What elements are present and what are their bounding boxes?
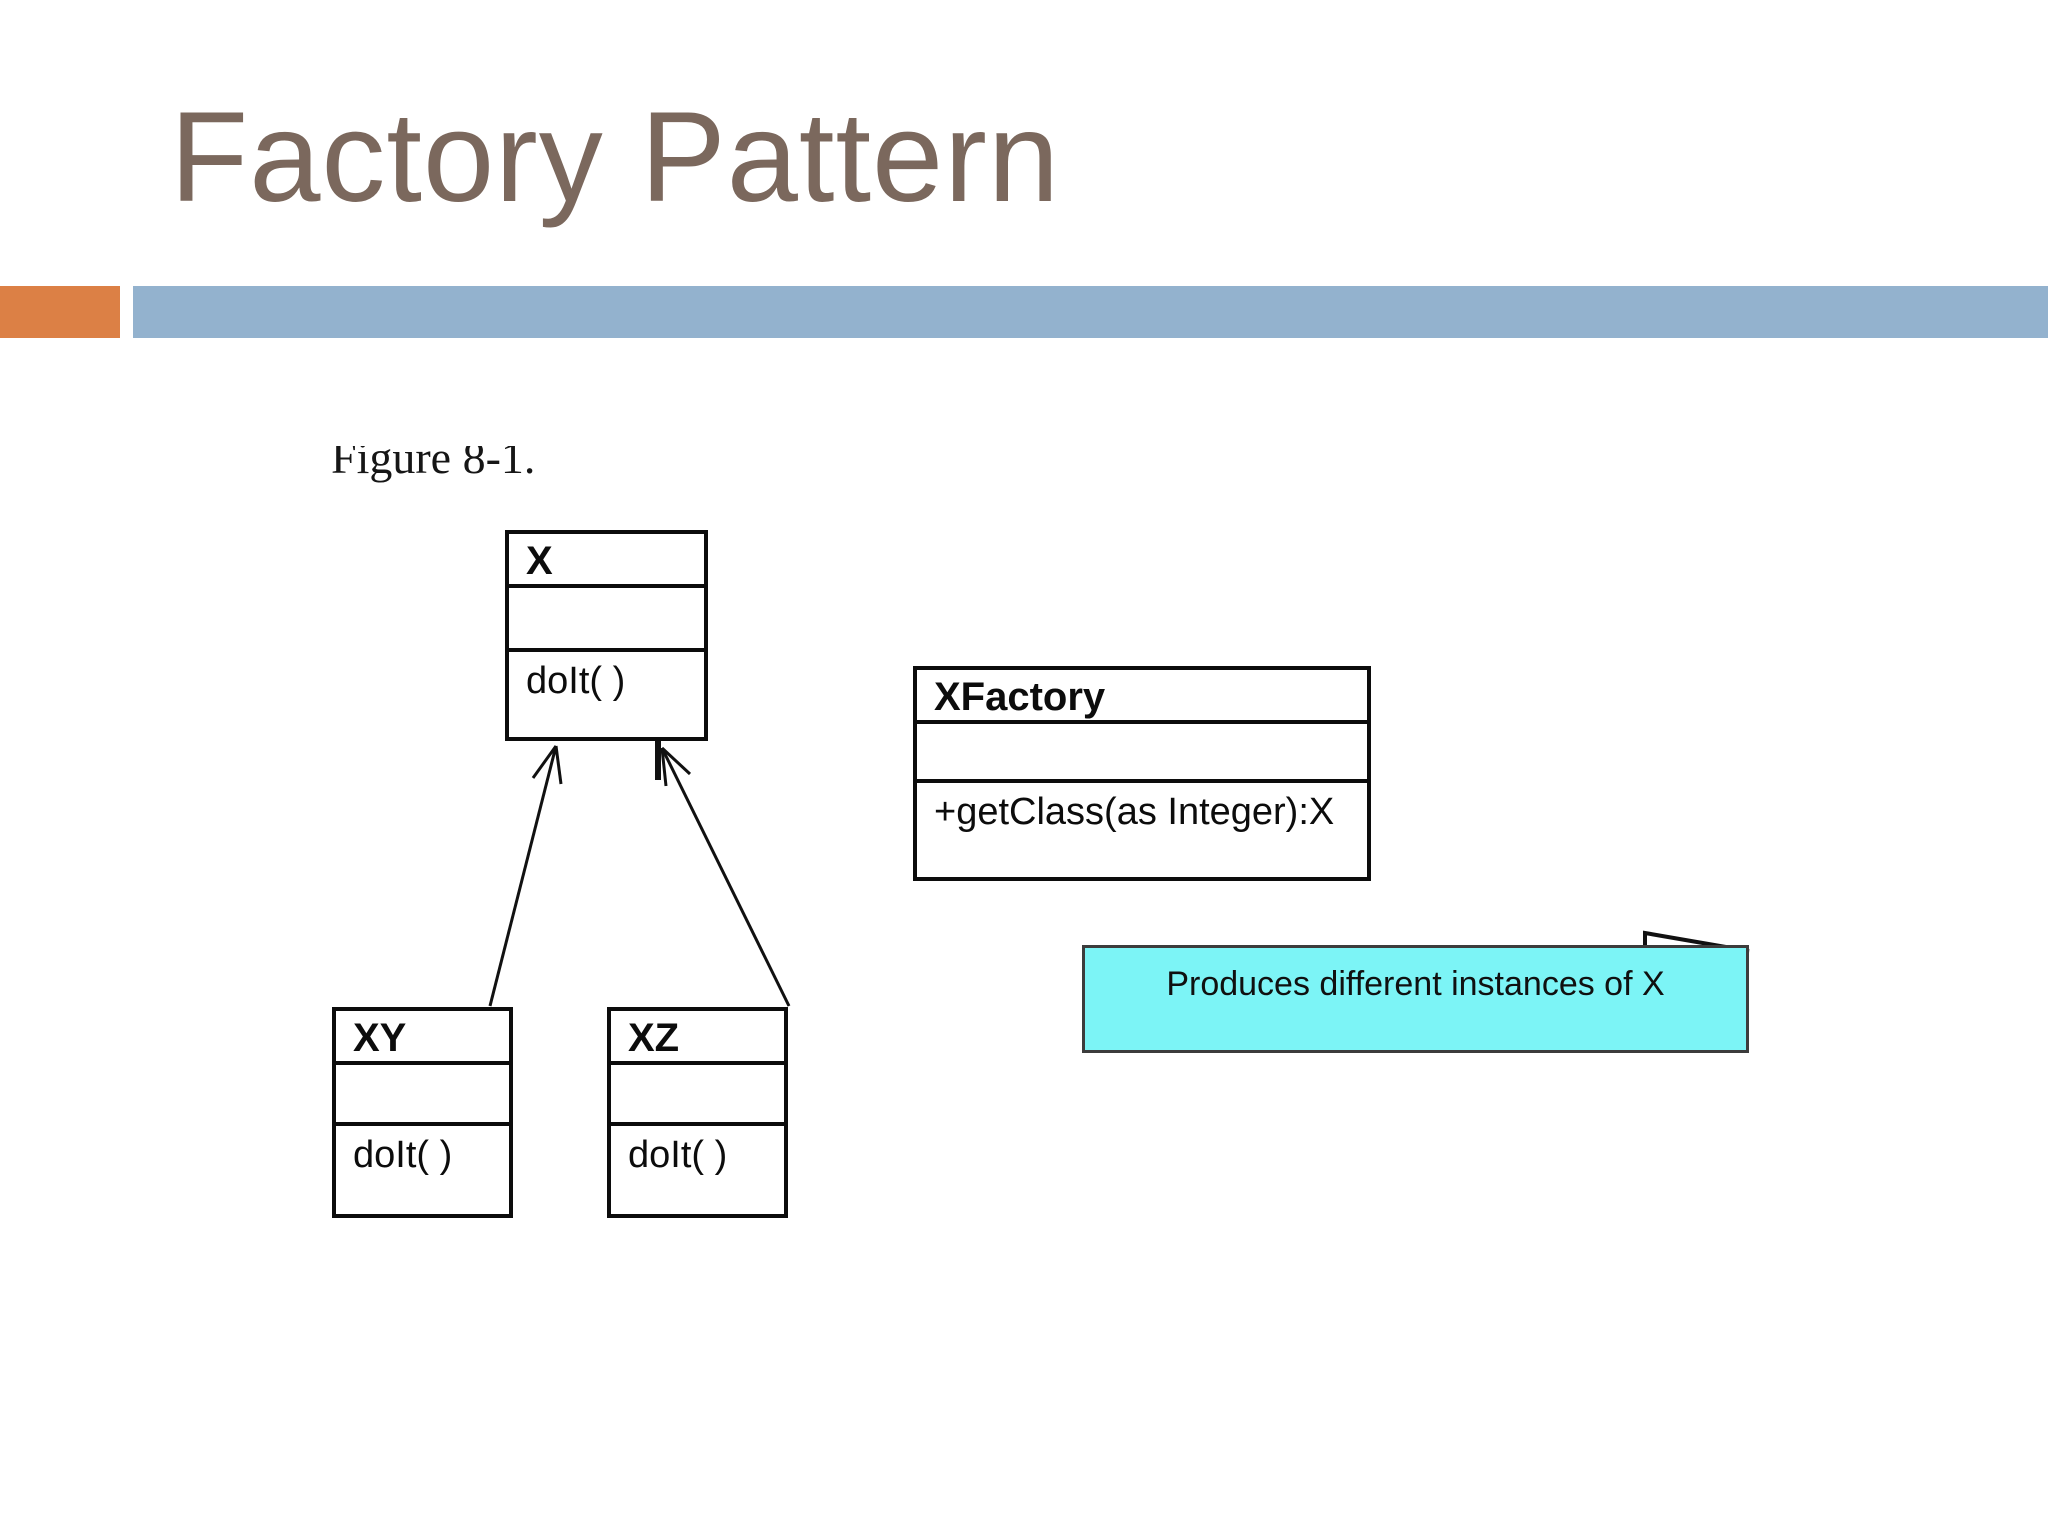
slide-title: Factory Pattern	[170, 86, 1060, 229]
class-box-xfactory: XFactory +getClass(as Integer):X	[913, 666, 1371, 881]
class-xy-name: XY	[336, 1011, 509, 1065]
accent-bar-orange	[0, 286, 120, 338]
inheritance-arrow-xz	[655, 741, 791, 1007]
class-xfactory-name: XFactory	[917, 670, 1367, 724]
class-xfactory-attributes-empty	[917, 724, 1367, 783]
note-text: Produces different instances of X	[1166, 965, 1665, 1003]
class-xy-method: doIt( )	[353, 1134, 453, 1176]
class-xy-attributes-empty	[336, 1065, 509, 1126]
class-box-xy: XY doIt( )	[332, 1007, 513, 1218]
figure-caption: Figure 8-1.	[331, 446, 631, 492]
class-box-x: X doIt( )	[505, 530, 708, 741]
note-box: Produces different instances of X	[1082, 945, 1749, 1053]
class-box-xz: XZ doIt( )	[607, 1007, 788, 1218]
class-x-name: X	[509, 534, 704, 588]
inheritance-arrow-xy	[488, 745, 563, 1007]
class-xz-name: XZ	[611, 1011, 784, 1065]
class-xz-attributes-empty	[611, 1065, 784, 1126]
accent-bar-blue	[133, 286, 2048, 338]
class-xfactory-method: +getClass(as Integer):X	[934, 791, 1335, 833]
class-x-attributes-empty	[509, 588, 704, 652]
figure-caption-text: Figure 8-1.	[331, 446, 536, 483]
class-x-method: doIt( )	[526, 660, 626, 702]
class-xz-method: doIt( )	[628, 1134, 728, 1176]
